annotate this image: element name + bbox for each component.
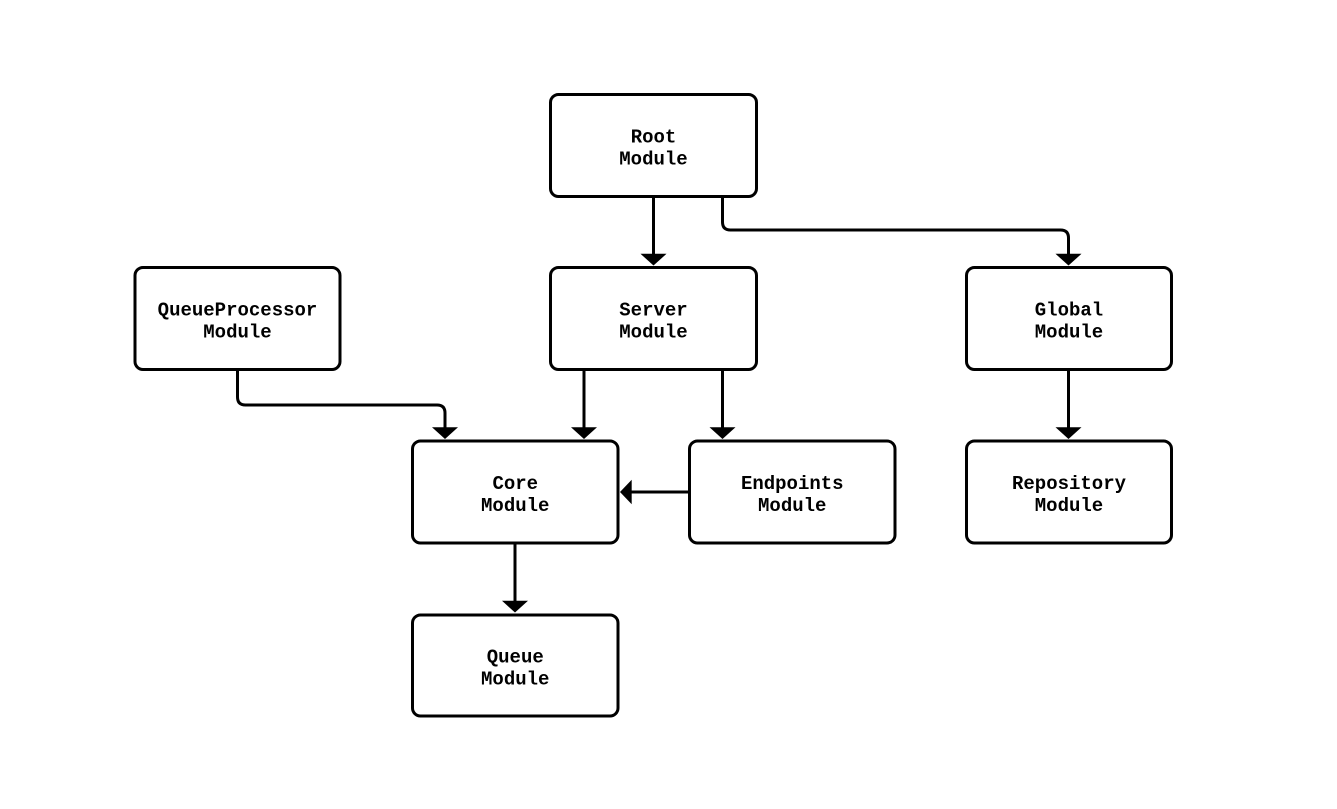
svg-text:GlobalModule: GlobalModule [1035,300,1103,344]
svg-text:QueueProcessorModule: QueueProcessorModule [158,300,318,344]
svg-text:EndpointsModule: EndpointsModule [741,473,844,517]
svg-text:CoreModule: CoreModule [481,473,549,517]
svg-text:QueueModule: QueueModule [481,647,549,691]
svg-text:ServerModule: ServerModule [619,300,687,344]
svg-text:RootModule: RootModule [619,127,687,171]
